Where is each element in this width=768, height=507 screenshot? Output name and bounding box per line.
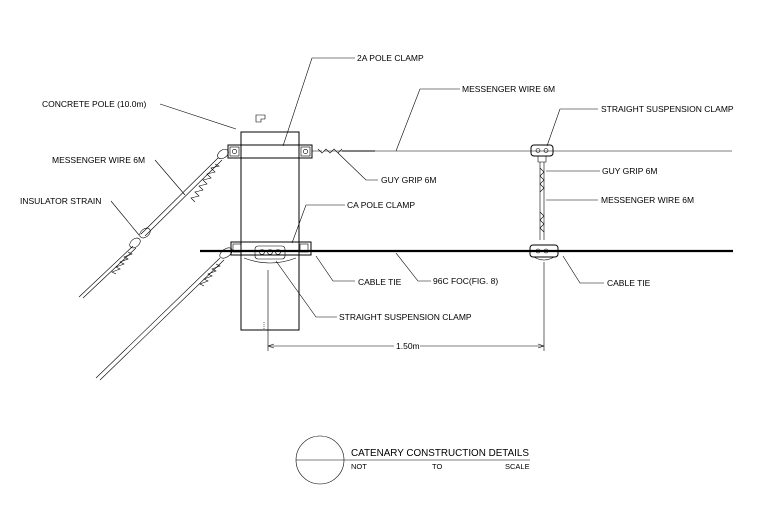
label-messenger-wire-left: MESSENGER WIRE 6M <box>52 155 145 165</box>
label-messenger-wire-right: MESSENGER WIRE 6M <box>601 195 694 205</box>
scale-word-not: NOT <box>351 462 367 471</box>
label-insulator-strain: INSULATOR STRAIN <box>20 196 101 206</box>
label-dimension: 1.50m <box>396 341 420 351</box>
label-ca-pole-clamp: CA POLE CLAMP <box>347 200 415 210</box>
pole-clamp-2a <box>227 144 313 159</box>
scale-word-to: TO <box>432 462 442 471</box>
messenger-hanger-right <box>539 162 545 240</box>
label-straight-suspension-clamp-right: STRAIGHT SUSPENSION CLAMP <box>601 104 734 114</box>
label-guy-grip-right: GUY GRIP 6M <box>602 166 657 176</box>
label-guy-grip-left: GUY GRIP 6M <box>381 175 436 185</box>
straight-suspension-clamp-lower-right <box>529 244 559 261</box>
scale-word-scale: SCALE <box>505 462 530 471</box>
dimension-1-50m <box>263 262 545 351</box>
messenger-wire-top <box>312 148 732 154</box>
title-text: CATENARY CONSTRUCTION DETAILS <box>351 447 529 459</box>
label-straight-suspension-clamp-bottom: STRAIGHT SUSPENSION CLAMP <box>339 312 472 322</box>
label-messenger-wire-top: MESSENGER WIRE 6M <box>462 84 555 94</box>
label-pole-clamp-2a: 2A POLE CLAMP <box>357 53 424 63</box>
straight-suspension-clamp-top <box>530 144 554 163</box>
down-guy-upper <box>78 148 229 299</box>
label-cable-tie-right: CABLE TIE <box>607 278 651 288</box>
label-concrete-pole: CONCRETE POLE (10.0m) <box>42 99 147 109</box>
down-guy-lower <box>95 247 233 381</box>
concrete-pole <box>240 114 300 331</box>
label-cable-tie-left: CABLE TIE <box>358 277 402 287</box>
callout-labels: 2A POLE CLAMP MESSENGER WIRE 6M CONCRETE… <box>20 53 734 351</box>
title-block: CATENARY CONSTRUCTION DETAILS NOT TO SCA… <box>295 435 530 485</box>
label-foc: 96C FOC(FIG. 8) <box>433 276 498 286</box>
leader-lines <box>110 57 604 318</box>
